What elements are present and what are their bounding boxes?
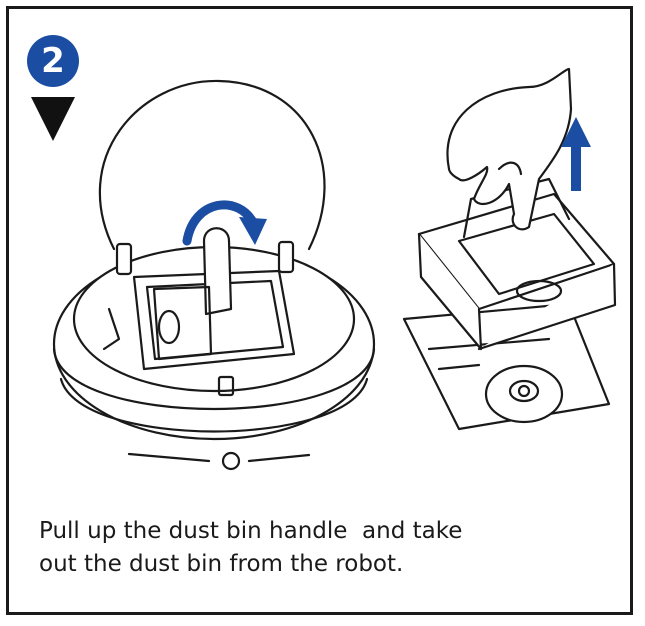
dust-bin-lift-icon: [402, 67, 617, 431]
caption-line-1: Pull up the dust bin handle and take: [39, 518, 463, 544]
instruction-caption: Pull up the dust bin handle and take out…: [39, 515, 599, 581]
rotate-arrow-head: [239, 217, 267, 245]
illustration: [52, 67, 617, 471]
instruction-panel: 2: [6, 6, 633, 615]
step-marker: 2: [27, 35, 85, 145]
down-arrow-icon: [31, 97, 75, 141]
rotate-arrow-icon: [182, 200, 259, 246]
robot-vacuum-open-lid-icon: [52, 79, 376, 471]
up-arrow-icon: [561, 117, 591, 191]
caption-line-2: out the dust bin from the robot.: [39, 551, 404, 577]
step-number-badge: 2: [27, 35, 79, 87]
